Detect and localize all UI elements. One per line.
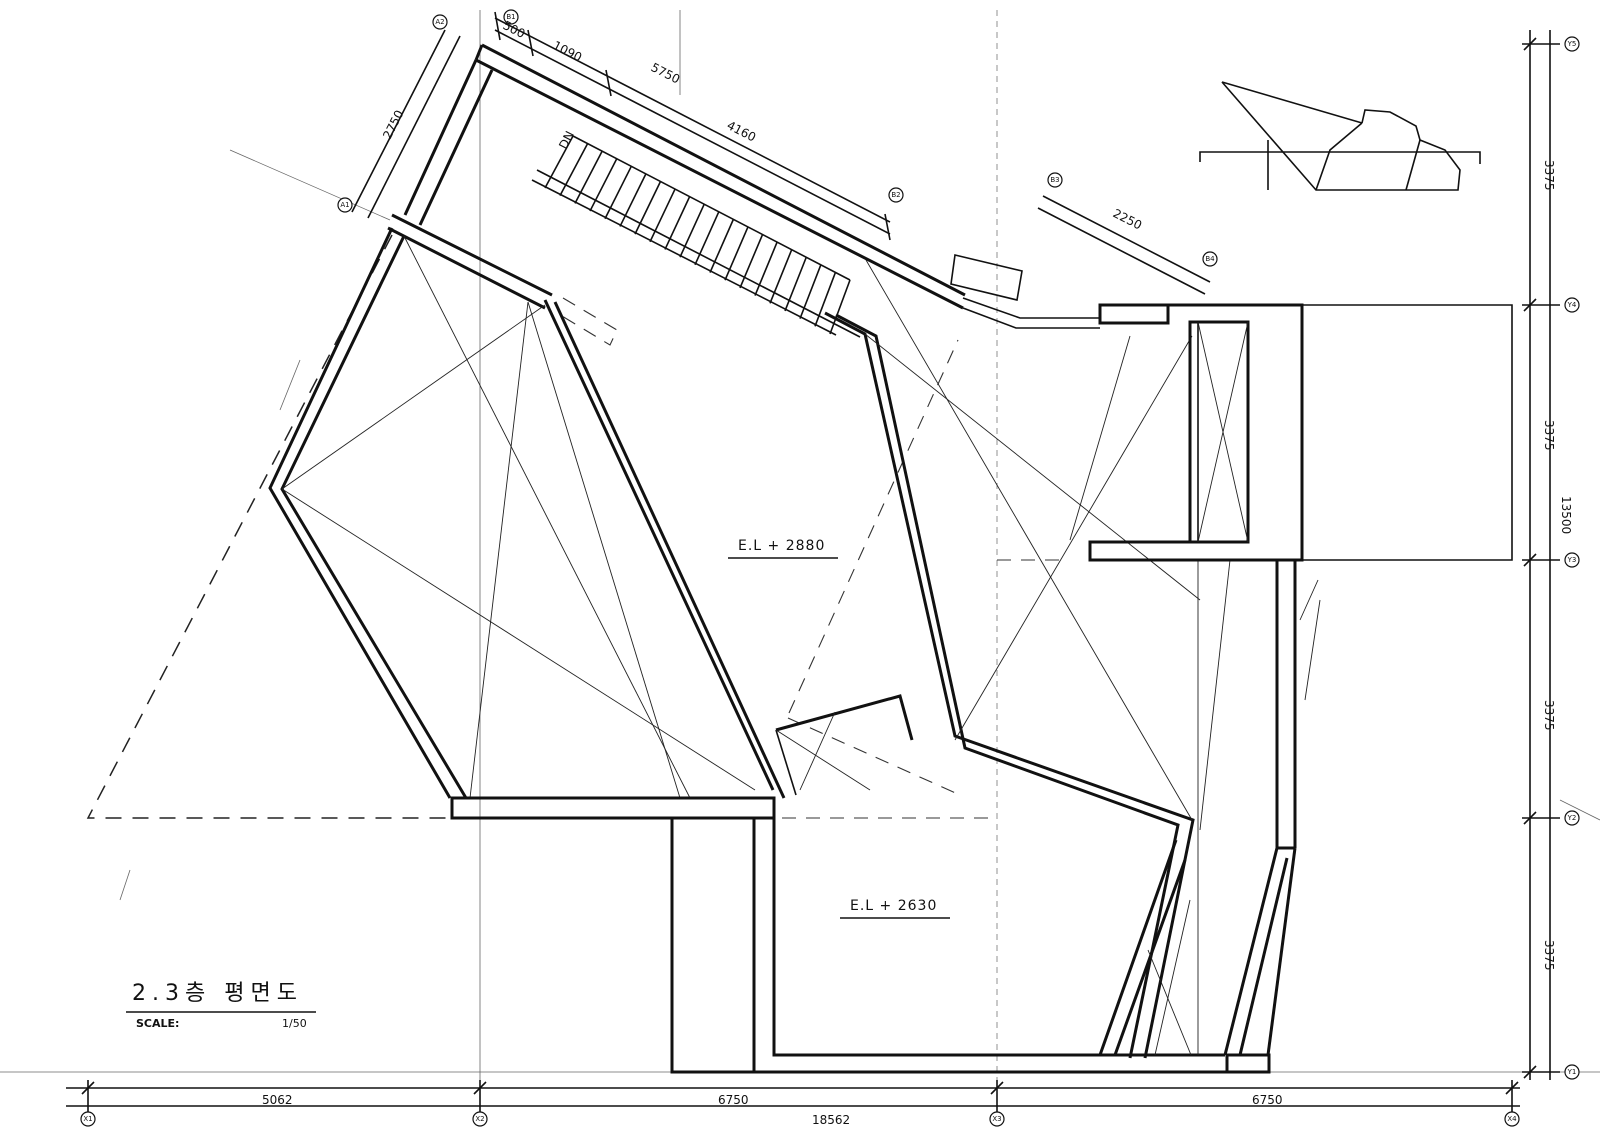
svg-text:Y5: Y5 <box>1567 40 1577 48</box>
bottom-slab <box>450 796 776 820</box>
svg-text:B4: B4 <box>1205 255 1215 263</box>
grid-bubble-y4: Y4 <box>1564 297 1580 313</box>
stair-tread <box>739 234 764 289</box>
dim-top-5750: 5750 <box>649 60 683 86</box>
stair-tread <box>754 241 778 296</box>
level-label-lower: E.L + 2630 <box>840 898 950 919</box>
title-block: 2.3층 평면도 SCALE: 1/50 <box>126 981 316 1030</box>
grid-bubble-x2: X2 <box>472 1111 488 1127</box>
stair-tread <box>799 264 822 319</box>
lower-volume-walls <box>670 818 1271 1074</box>
svg-text:X2: X2 <box>475 1115 484 1123</box>
svg-text:B2: B2 <box>891 191 900 199</box>
grid-bubble-y5: Y5 <box>1564 36 1580 52</box>
stair-tread <box>634 181 662 235</box>
svg-text:Y2: Y2 <box>1567 814 1577 822</box>
key-section-thumbnail <box>1199 81 1481 191</box>
svg-text:X1: X1 <box>83 1115 92 1123</box>
stair-tread <box>559 143 589 197</box>
stair-tread <box>649 188 676 243</box>
dim-right-3375-c: 3375 <box>1542 700 1556 731</box>
grid-bubble-b4: B4 <box>1202 251 1218 267</box>
stair-tread <box>574 150 603 204</box>
svg-text:A2: A2 <box>435 18 444 26</box>
grid-bubbles: X1 X2 X3 X4 Y5 Y4 Y3 Y2 Y1 A2 A1 B1 B2 B… <box>80 9 1580 1127</box>
dim-right-total: 13500 <box>1559 496 1573 534</box>
stair-tread <box>769 249 793 304</box>
top-slanted-dimension-lines <box>351 11 1211 295</box>
stair-tread <box>784 256 808 312</box>
stair-tread <box>814 272 837 327</box>
dim-bottom-total: 18562 <box>812 1113 850 1127</box>
left-room-diagonals <box>281 235 756 799</box>
svg-text:A1: A1 <box>340 201 349 209</box>
scale-value: 1/50 <box>282 1017 307 1030</box>
dim-bottom-6750-b: 6750 <box>1252 1093 1283 1107</box>
stair-tread <box>694 211 720 266</box>
svg-text:Y1: Y1 <box>1567 1068 1577 1076</box>
grid-bubble-a2: A2 <box>432 14 448 30</box>
stair-edge-upper <box>572 135 851 281</box>
svg-text:X4: X4 <box>1507 1115 1517 1123</box>
right-upper-box <box>1088 303 1513 562</box>
dim-left-2750: 2750 <box>380 108 406 142</box>
scale-label: SCALE: <box>136 1017 179 1030</box>
dim-right-3375-a: 3375 <box>1542 160 1556 191</box>
grid-bubble-y1: Y1 <box>1564 1064 1580 1080</box>
svg-text:E.L + 2630: E.L + 2630 <box>850 898 937 914</box>
grid-bubble-x1: X1 <box>80 1111 96 1127</box>
bottom-dimension-lines <box>66 1080 1520 1112</box>
stair-down-label: DN <box>556 129 577 152</box>
dim-top-500: 500 <box>501 18 528 41</box>
svg-text:Y3: Y3 <box>1567 556 1577 564</box>
stair-tread <box>619 173 647 227</box>
grid-bubble-b1: B1 <box>503 9 519 25</box>
stair-tread <box>544 135 574 189</box>
grid-bubble-y3: Y3 <box>1564 552 1580 568</box>
svg-text:B3: B3 <box>1050 176 1059 184</box>
stair-tread <box>724 226 749 281</box>
stair-tread <box>664 196 691 250</box>
right-column <box>1197 559 1321 1056</box>
grid-bubble-a1: A1 <box>337 197 353 213</box>
dim-right-2250: 2250 <box>1111 206 1145 232</box>
grid-bubble-b2: B2 <box>888 187 904 203</box>
right-dimension-lines <box>1522 30 1560 1080</box>
svg-text:E.L + 2880: E.L + 2880 <box>738 538 825 554</box>
upper-room-diagonals <box>864 259 1201 821</box>
grid-bubble-x3: X3 <box>989 1111 1005 1127</box>
dim-top-4160: 4160 <box>725 118 759 144</box>
dim-right-3375-d: 3375 <box>1542 940 1556 971</box>
dim-right-3375-b: 3375 <box>1542 420 1556 451</box>
stair-tread <box>589 158 618 212</box>
dim-bottom-5062: 5062 <box>262 1093 293 1107</box>
svg-text:Y4: Y4 <box>1567 301 1577 309</box>
svg-text:X3: X3 <box>992 1115 1001 1123</box>
svg-text:B1: B1 <box>506 13 515 21</box>
stair-tread <box>829 279 851 335</box>
stair-landing-box <box>775 694 914 796</box>
skylight-box <box>950 254 1023 301</box>
upper-volume-walls <box>268 43 1195 1059</box>
level-label-upper: E.L + 2880 <box>728 538 838 559</box>
grid-bubble-x4: X4 <box>1504 1111 1520 1127</box>
dashed-outlines <box>86 234 1062 819</box>
stair-tread <box>709 219 735 273</box>
stair-tread <box>604 165 633 220</box>
stair-treads <box>544 135 851 335</box>
drawing-title: 2.3층 평면도 <box>132 981 303 1006</box>
grid-bubble-y2: Y2 <box>1564 810 1580 826</box>
dim-bottom-6750-a: 6750 <box>718 1093 749 1107</box>
stair-tread <box>679 203 705 258</box>
grid-bubble-b3: B3 <box>1047 172 1063 188</box>
